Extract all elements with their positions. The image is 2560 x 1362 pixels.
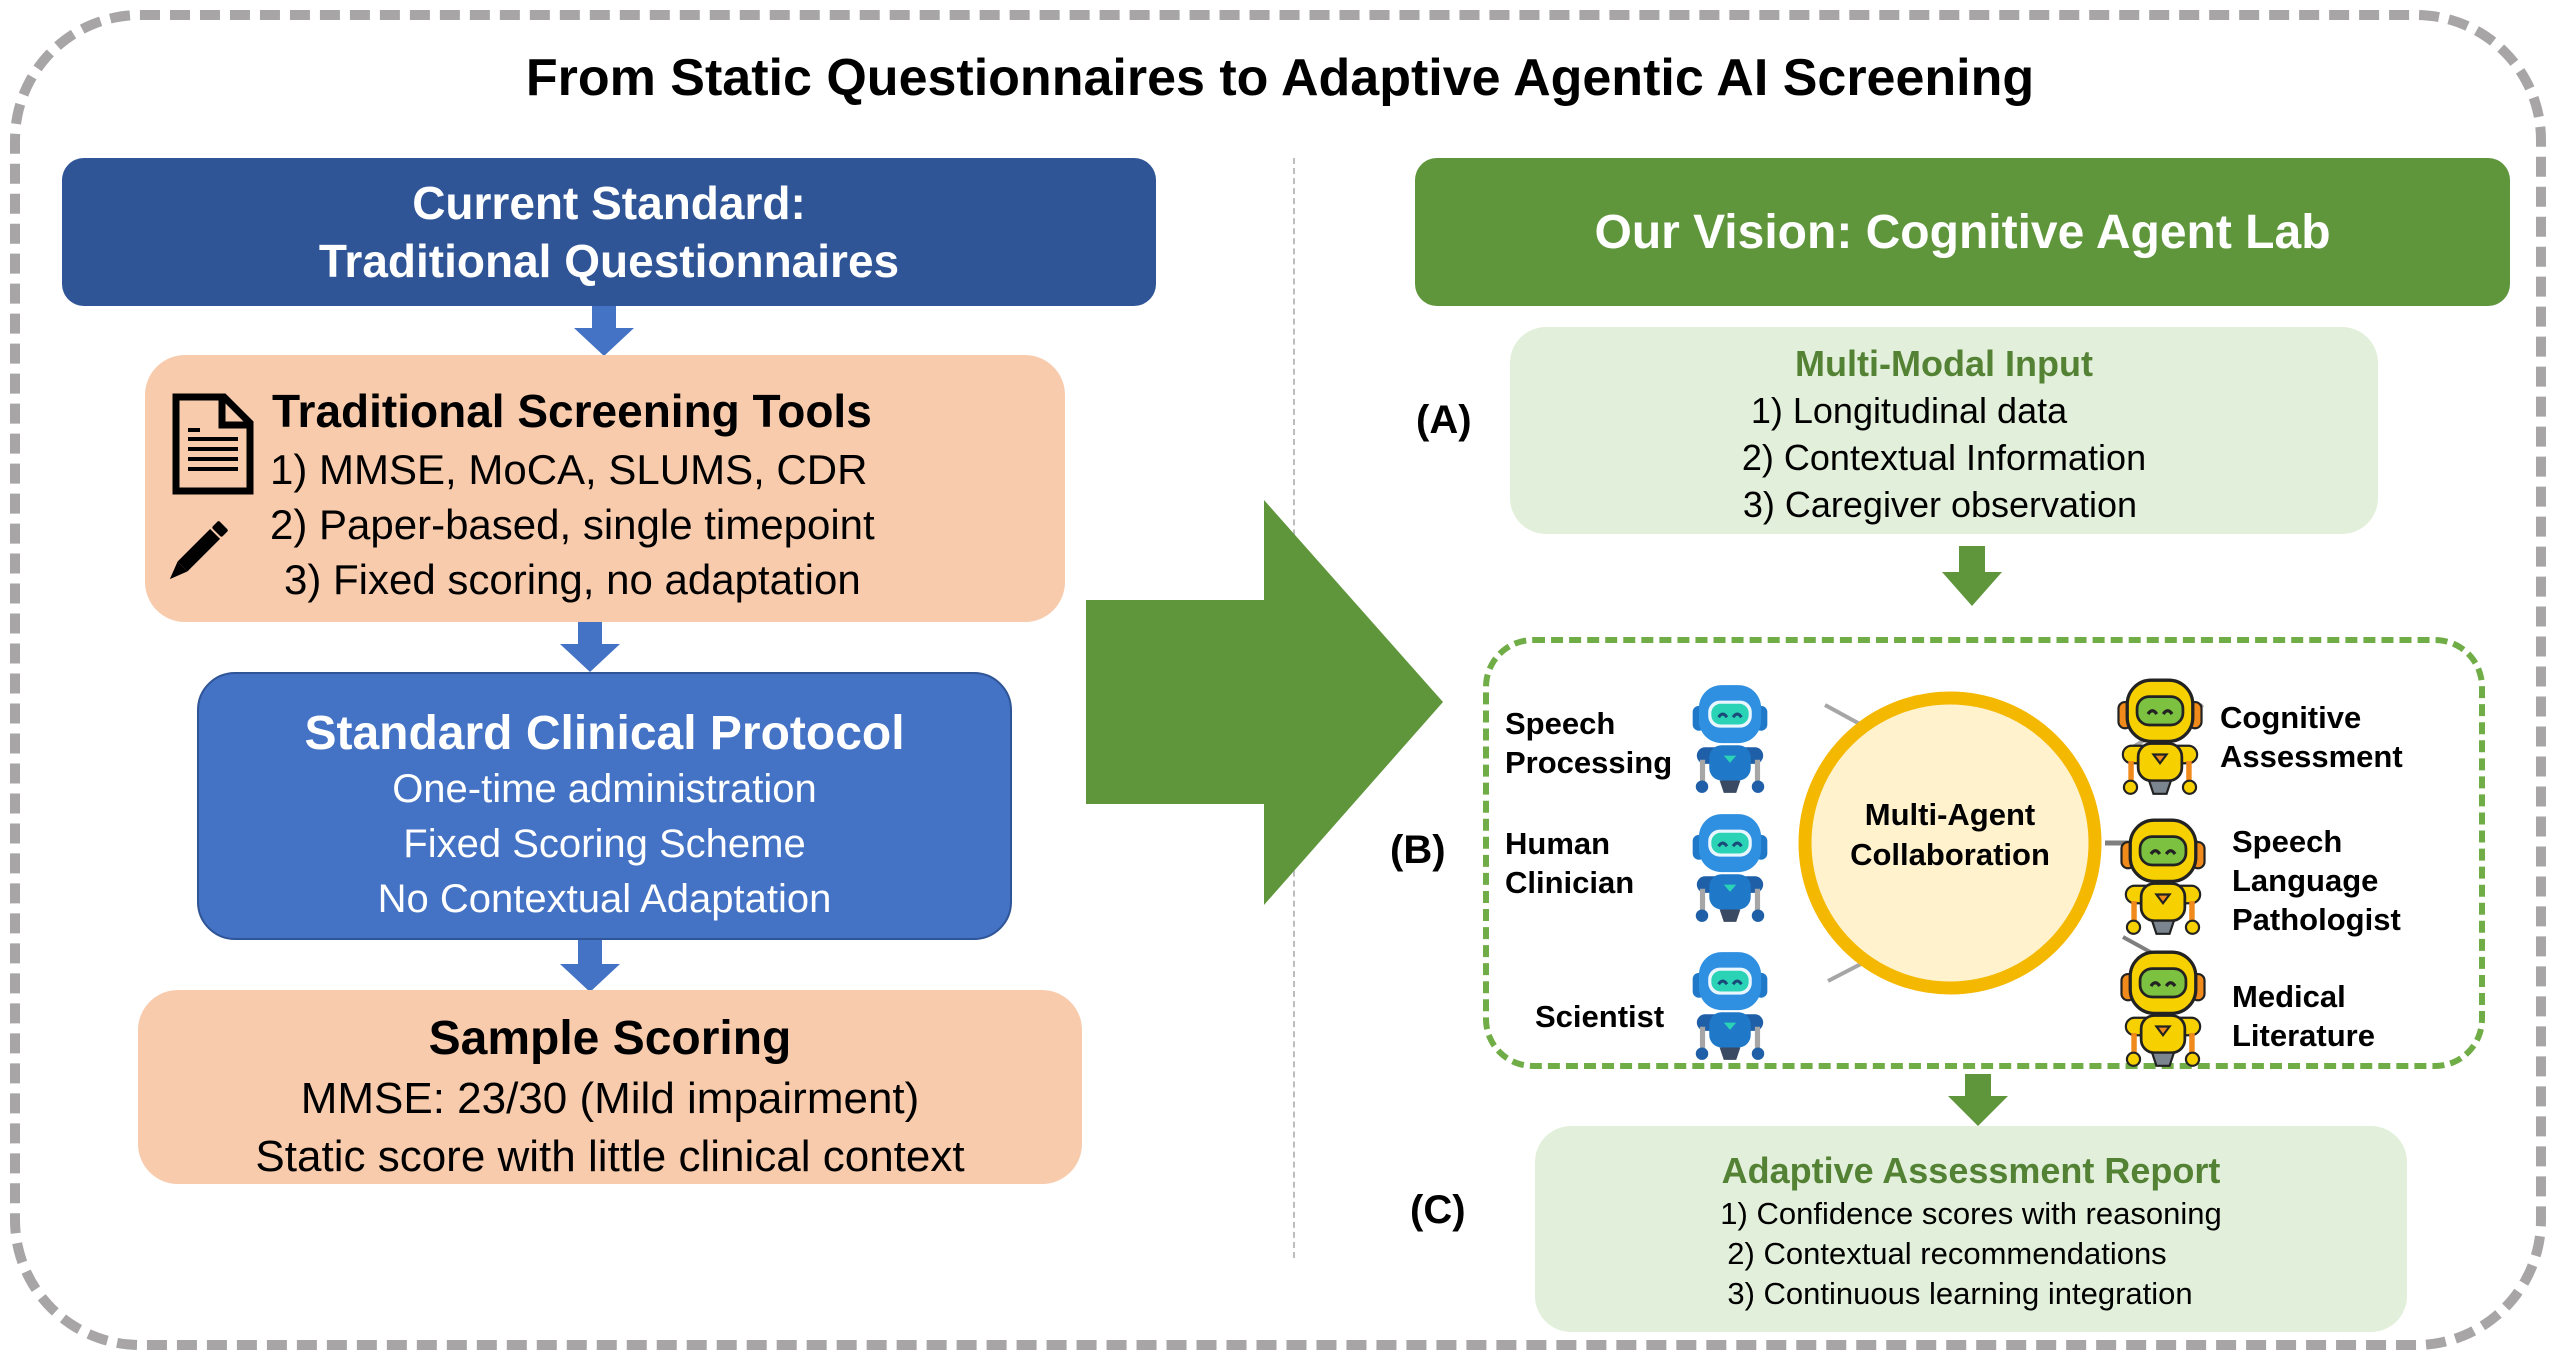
agent-label-line: Literature [2232, 1018, 2375, 1053]
agent-label-line: Assessment [2220, 739, 2403, 774]
scoring-item: MMSE: 23/30 (Mild impairment) [300, 1074, 920, 1123]
yellow-robot-icon [2116, 678, 2204, 796]
down-arrow-green-1 [1942, 546, 2002, 606]
multi-agent-box [1483, 637, 2485, 1069]
document-icon [172, 393, 254, 495]
multimodal-input-box: Multi-Modal Input 1) Longitudinal data 2… [1510, 327, 2378, 534]
left-header-text: Current Standard: Traditional Questionna… [318, 177, 900, 287]
down-arrow-1 [574, 306, 634, 356]
section-a-label: (A) [1416, 398, 1472, 442]
agent-label-speech-processing: Speech Processing [1505, 704, 1672, 782]
protocol-item: No Contextual Adaptation [377, 877, 832, 921]
agent-label-line: Processing [1505, 745, 1673, 780]
blue-robot-icon [1691, 683, 1769, 795]
agent-label-speech-language-pathologist: Speech Language Pathologist [2232, 822, 2401, 939]
agent-label-scientist: Scientist [1535, 997, 1664, 1036]
agent-label-line: Human [1505, 826, 1611, 861]
collaboration-circle [1798, 691, 2102, 995]
down-arrow-3 [560, 940, 620, 992]
screening-tools-list: 1) MMSE, MoCA, SLUMS, CDR 2) Paper-based… [270, 442, 875, 607]
report-item: 3) Continuous learning integration [1727, 1276, 2193, 1311]
yellow-robot-icon [2119, 818, 2207, 936]
report-title: Adaptive Assessment Report [1721, 1150, 2221, 1191]
yellow-robot-icon [2119, 950, 2207, 1068]
scoring-item: Static score with little clinical contex… [255, 1132, 965, 1181]
pencil-icon [169, 521, 228, 580]
multimodal-item: 3) Caregiver observation [1742, 484, 2138, 525]
down-arrow-2 [560, 622, 620, 672]
collaboration-label: Multi-Agent Collaboration [1800, 795, 2100, 875]
screening-tools-box [145, 355, 1065, 622]
screening-tool-item: 2) Paper-based, single timepoint [270, 501, 875, 548]
section-c-label: (C) [1410, 1188, 1466, 1232]
collaboration-line: Collaboration [1850, 837, 2050, 872]
screening-tools-title: Traditional Screening Tools [272, 385, 872, 437]
right-header: Our Vision: Cognitive Agent Lab [1415, 158, 2510, 306]
multimodal-item: 2) Contextual Information [1741, 437, 2147, 478]
agent-label-line: Speech [2232, 824, 2343, 859]
agent-label-line: Pathologist [2232, 902, 2401, 937]
right-header-text: Our Vision: Cognitive Agent Lab [1594, 205, 2331, 259]
main-title: From Static Questionnaires to Adaptive A… [525, 49, 2035, 107]
report-item: 2) Contextual recommendations [1727, 1236, 2167, 1271]
report-item: 1) Confidence scores with reasoning [1720, 1196, 2222, 1231]
agent-label-line: Cognitive [2220, 700, 2362, 735]
collaboration-line: Multi-Agent [1864, 797, 2036, 832]
left-header: Current Standard: Traditional Questionna… [62, 158, 1156, 306]
agent-label-human-clinician: Human Clinician [1505, 824, 1634, 902]
transition-arrow-icon [1086, 500, 1443, 905]
protocol-title: Standard Clinical Protocol [304, 707, 905, 760]
agent-label-line: Speech [1505, 706, 1616, 741]
down-arrow-green-2 [1948, 1074, 2008, 1126]
scoring-title: Sample Scoring [428, 1012, 792, 1065]
multimodal-item: 1) Longitudinal data [1750, 390, 2068, 431]
blue-robot-icon [1691, 812, 1769, 924]
agent-label-line: Clinician [1505, 865, 1635, 900]
protocol-item: Fixed Scoring Scheme [403, 822, 806, 866]
agent-label-line: Scientist [1535, 999, 1665, 1034]
sample-scoring-box: Sample Scoring MMSE: 23/30 (Mild impairm… [138, 990, 1082, 1184]
section-b-label: (B) [1390, 828, 1446, 872]
clinical-protocol-box: Standard Clinical Protocol One-time admi… [197, 672, 1012, 940]
agent-label-medical-literature: Medical Literature [2232, 977, 2375, 1055]
screening-tool-item: 1) MMSE, MoCA, SLUMS, CDR [270, 446, 868, 493]
agent-label-line: Language [2232, 863, 2379, 898]
agent-label-line: Medical [2232, 979, 2346, 1014]
blue-robot-icon [1691, 950, 1769, 1062]
screening-tool-item: 3) Fixed scoring, no adaptation [284, 556, 861, 603]
agent-label-cognitive-assessment: Cognitive Assessment [2220, 698, 2403, 776]
multimodal-title: Multi-Modal Input [1795, 343, 2093, 384]
outer-frame [10, 10, 2546, 1350]
protocol-item: One-time administration [392, 767, 817, 811]
assessment-report-box: Adaptive Assessment Report 1) Confidence… [1535, 1126, 2407, 1332]
